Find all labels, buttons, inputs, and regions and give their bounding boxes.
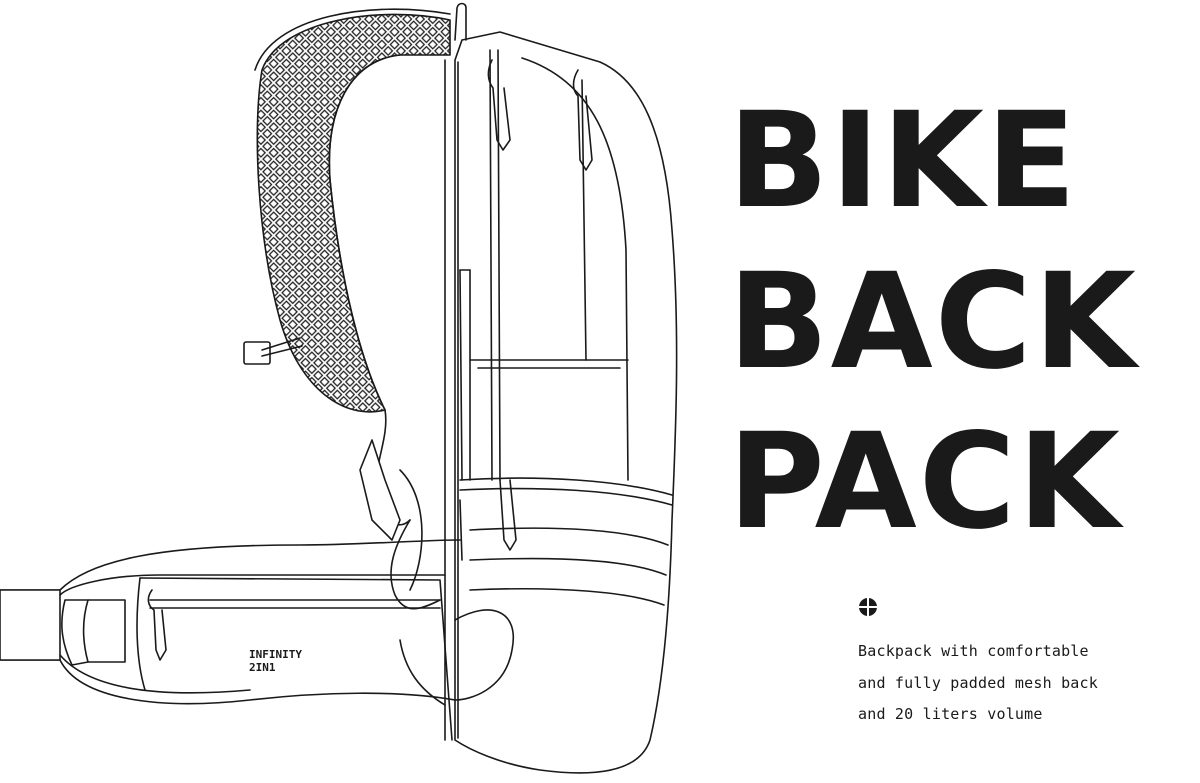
product-label-line1: INFINITY [249, 648, 302, 661]
title-line-2: BACK [728, 245, 1138, 399]
product-label-line2: 2IN1 [249, 661, 276, 674]
crosshair-circle-icon [859, 598, 877, 616]
title-line-3: PACK [728, 405, 1122, 559]
description-line-2: and fully padded mesh back [858, 674, 1098, 692]
description-line-3: and 20 liters volume [858, 705, 1043, 723]
title-line-1: BIKE [728, 84, 1079, 238]
description-line-1: Backpack with comfortable [858, 642, 1089, 660]
